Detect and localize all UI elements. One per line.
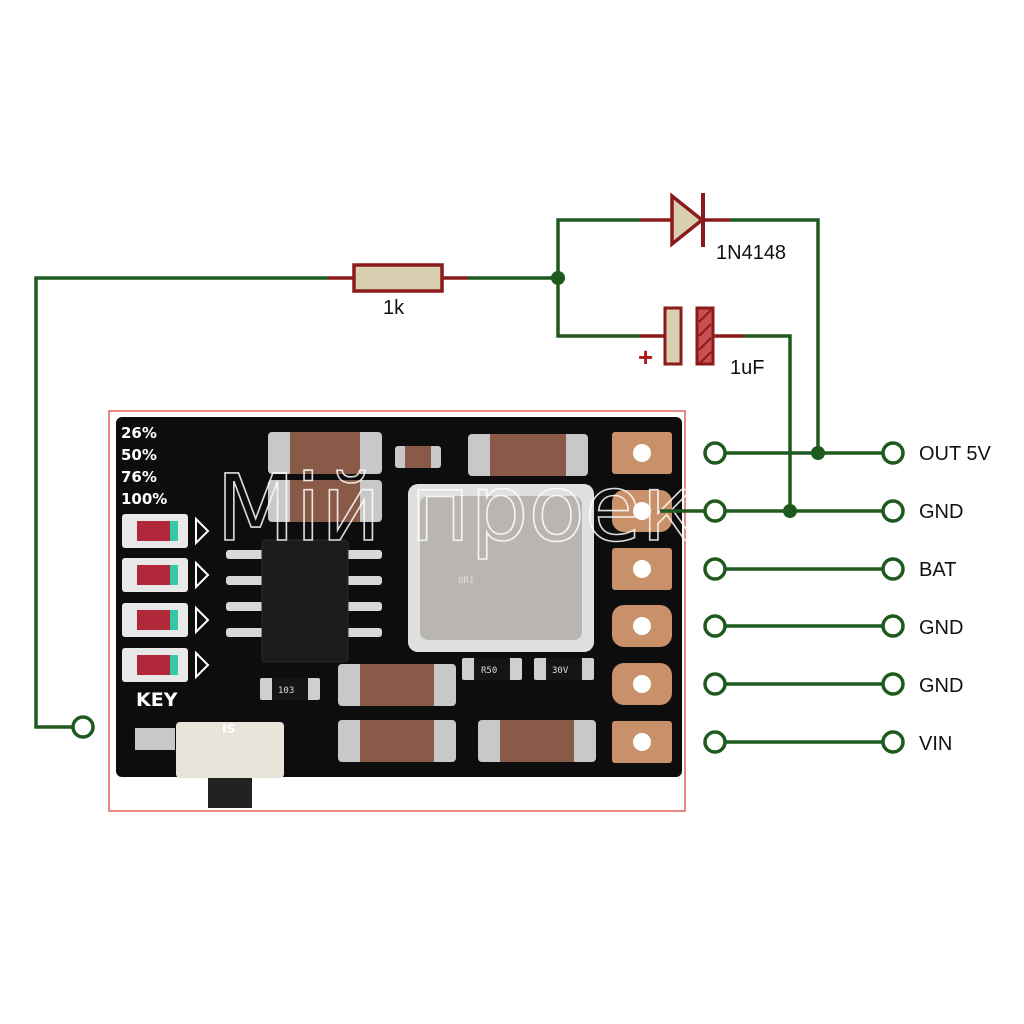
silk-level-50: 50% [121,446,157,464]
smd-capacitors [268,432,596,762]
key-terminal [71,715,95,739]
terminal-gnd2-left [703,614,727,638]
sense-resistor: R50 [462,658,522,680]
svg-text:R50: R50 [481,666,497,676]
pcb-pads [612,432,672,763]
junction-node [551,271,565,285]
terminal-gnd3-right [881,672,905,696]
terminal-out5v-left [703,441,727,465]
led-26 [122,514,210,548]
wires [34,218,882,744]
led-76 [122,603,210,637]
schottky-diode: 30V [534,658,594,680]
svg-text:0R1: 0R1 [458,576,474,586]
terminal-gnd2-right [881,614,905,638]
silk-level-26: 26% [121,424,157,442]
wire-diode-to-out [730,218,820,453]
slide-switch: IS [135,722,284,808]
diode-label: 1N4148 [716,242,786,264]
label-bat: BAT [919,559,956,581]
wire-node-to-diode [556,218,640,278]
label-out5v: OUT 5V [919,443,992,465]
resistor-symbol [328,263,468,293]
wire-node-to-cap [556,278,640,338]
label-gnd3: GND [919,675,963,697]
terminal-gnd1-right [881,499,905,523]
label-gnd1: GND [919,501,963,523]
svg-text:103: 103 [278,686,294,696]
led-indicators [122,514,210,682]
silk-key-label: KEY [136,689,178,711]
svg-text:IS: IS [222,722,235,736]
label-vin: VIN [919,733,952,755]
capacitor-label: 1uF [730,357,764,379]
terminal-gnd1-left [703,499,727,523]
power-inductor: 0R1 [408,484,594,652]
small-resistor: 103 [260,678,320,700]
led-100 [122,648,210,682]
terminal-gnd3-left [703,672,727,696]
terminal-out5v-right [881,441,905,465]
ic-chip [226,539,382,663]
terminal-vin-left [703,730,727,754]
terminal-bat-right [881,557,905,581]
watermark: Мій проект [216,455,751,562]
terminal-bat-left [703,557,727,581]
silk-level-76: 76% [121,468,157,486]
terminal-circles [71,441,905,754]
svg-text:30V: 30V [552,666,569,676]
terminal-vin-right [881,730,905,754]
label-gnd2: GND [919,617,963,639]
junction-gnd [783,504,797,518]
junction-out5v [811,446,825,460]
capacitor-symbol [640,306,744,366]
silk-level-100: 100% [121,490,167,508]
led-50 [122,558,210,592]
capacitor-polarity: + [638,342,653,372]
diode-symbol [640,192,730,248]
resistor-label: 1k [383,297,405,319]
wire-key-to-resistor [34,276,328,729]
pcb-module: 26% 50% 76% 100% [108,410,751,812]
